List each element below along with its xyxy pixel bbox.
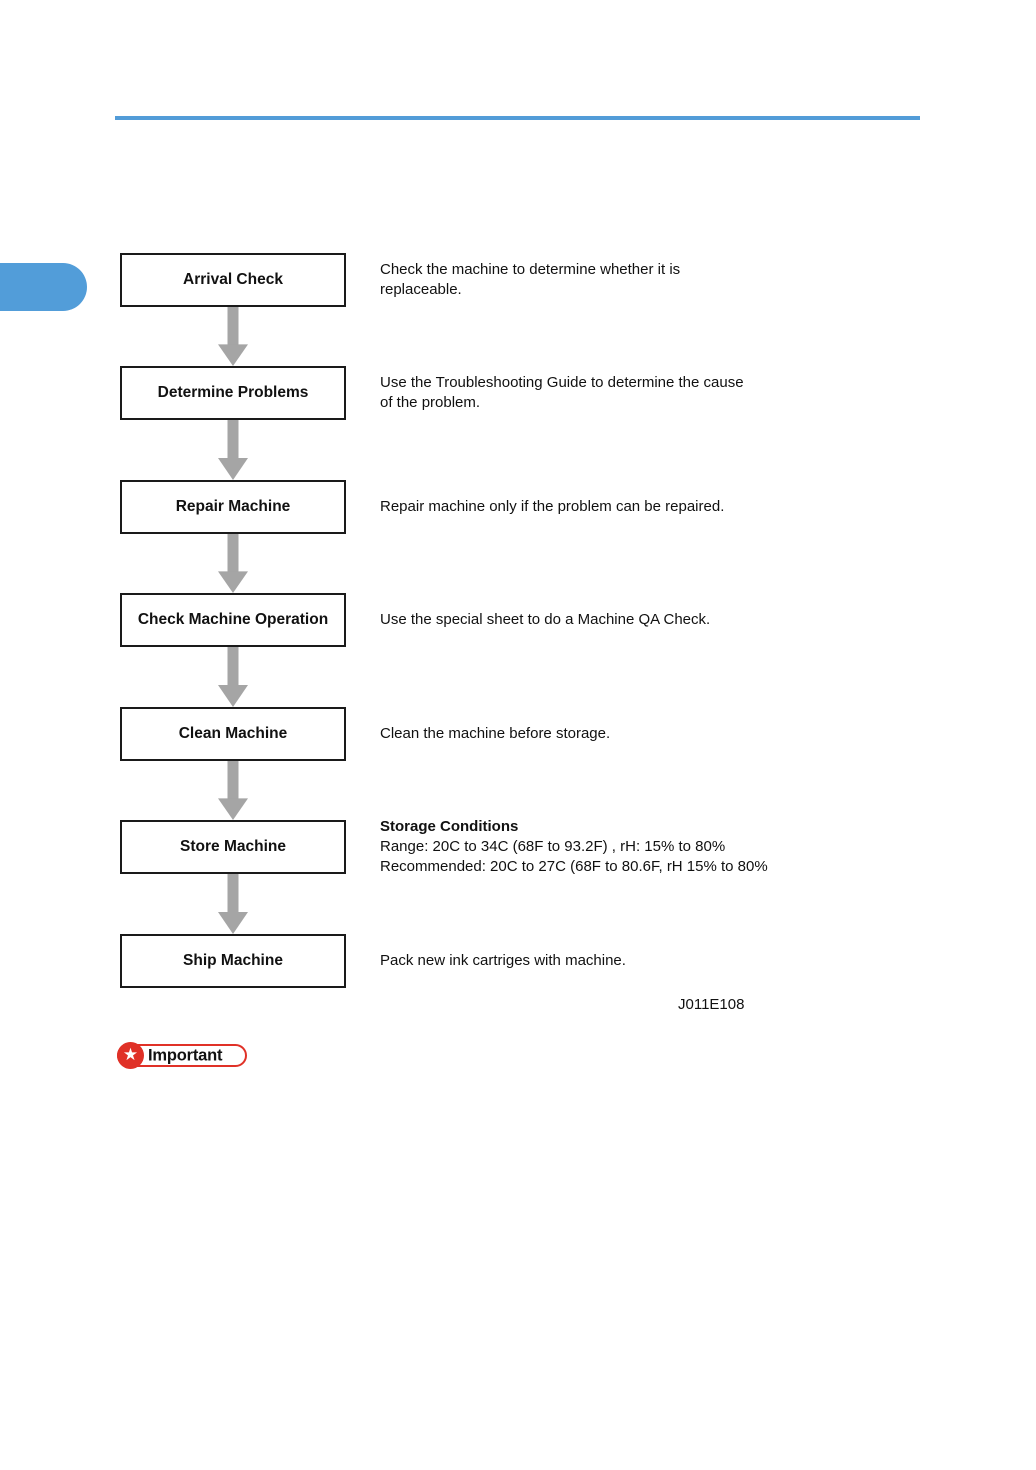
flow-box-label: Store Machine	[180, 838, 286, 855]
desc-line: Use the Troubleshooting Guide to determi…	[380, 374, 744, 391]
down-arrow-icon	[218, 874, 248, 934]
flow-box-label: Clean Machine	[178, 725, 288, 742]
flow-box-label: Check Machine Operation	[137, 611, 329, 628]
flow-desc: Storage Conditions Range: 20C to 34C (68…	[380, 817, 1000, 877]
desc-line: Range: 20C to 34C (68F to 93.2F) , rH: 1…	[380, 838, 726, 855]
desc-line: of the problem.	[380, 394, 481, 411]
flow-step-store-machine: Store Machine Storage Conditions Range: …	[120, 817, 1000, 877]
flow-step-ship-machine: Ship Machine Pack new ink cartriges with…	[120, 934, 1000, 988]
flow-step-repair-machine: Repair Machine Repair machine only if th…	[120, 480, 1000, 534]
flow-box: Check Machine Operation	[120, 593, 346, 647]
flow-desc: Repair machine only if the problem can b…	[380, 497, 1000, 517]
desc-line: Pack new ink cartriges with machine.	[380, 952, 626, 969]
flow-box: Determine Problems	[120, 366, 346, 420]
desc-line: Repair machine only if the problem can b…	[380, 498, 725, 515]
flow-box-label: Repair Machine	[175, 498, 291, 515]
flow-box: Store Machine	[120, 820, 346, 874]
flow-step-check-machine-operation: Check Machine Operation Use the special …	[120, 593, 1000, 647]
flow-desc: Use the Troubleshooting Guide to determi…	[380, 373, 1000, 413]
top-rule-divider	[115, 116, 920, 120]
flow-desc: Check the machine to determine whether i…	[380, 260, 1000, 300]
flow-desc: Clean the machine before storage.	[380, 724, 1000, 744]
desc-line: Clean the machine before storage.	[380, 725, 611, 742]
figure-code: J011E108	[678, 996, 745, 1013]
down-arrow-icon	[218, 420, 248, 480]
desc-line: Recommended: 20C to 27C (68F to 80.6F, r…	[380, 858, 768, 875]
flow-step-determine-problems: Determine Problems Use the Troubleshooti…	[120, 366, 1000, 420]
chapter-side-tab	[0, 263, 87, 311]
flow-box-label: Ship Machine	[183, 952, 283, 969]
down-arrow-icon	[218, 647, 248, 707]
desc-line: Use the special sheet to do a Machine QA…	[380, 611, 711, 628]
flow-box-label: Determine Problems	[157, 384, 309, 401]
star-icon: ★	[122, 1045, 139, 1064]
flow-box-label: Arrival Check	[183, 271, 283, 288]
desc-line: replaceable.	[380, 281, 462, 298]
flow-box: Repair Machine	[120, 480, 346, 534]
desc-line: Check the machine to determine whether i…	[380, 261, 681, 278]
down-arrow-icon	[218, 534, 248, 593]
flow-step-arrival-check: Arrival Check Check the machine to deter…	[120, 253, 1000, 307]
flow-desc: Pack new ink cartriges with machine.	[380, 951, 1000, 971]
important-star-circle: ★	[117, 1042, 144, 1069]
flow-box: Clean Machine	[120, 707, 346, 761]
flow-step-clean-machine: Clean Machine Clean the machine before s…	[120, 707, 1000, 761]
important-badge: ★ Important	[117, 1042, 247, 1069]
down-arrow-icon	[218, 307, 248, 366]
flow-desc: Use the special sheet to do a Machine QA…	[380, 610, 1000, 630]
desc-heading: Storage Conditions	[380, 818, 519, 835]
flow-box: Arrival Check	[120, 253, 346, 307]
flow-box: Ship Machine	[120, 934, 346, 988]
down-arrow-icon	[218, 761, 248, 820]
important-badge-label: Important	[148, 1046, 223, 1064]
